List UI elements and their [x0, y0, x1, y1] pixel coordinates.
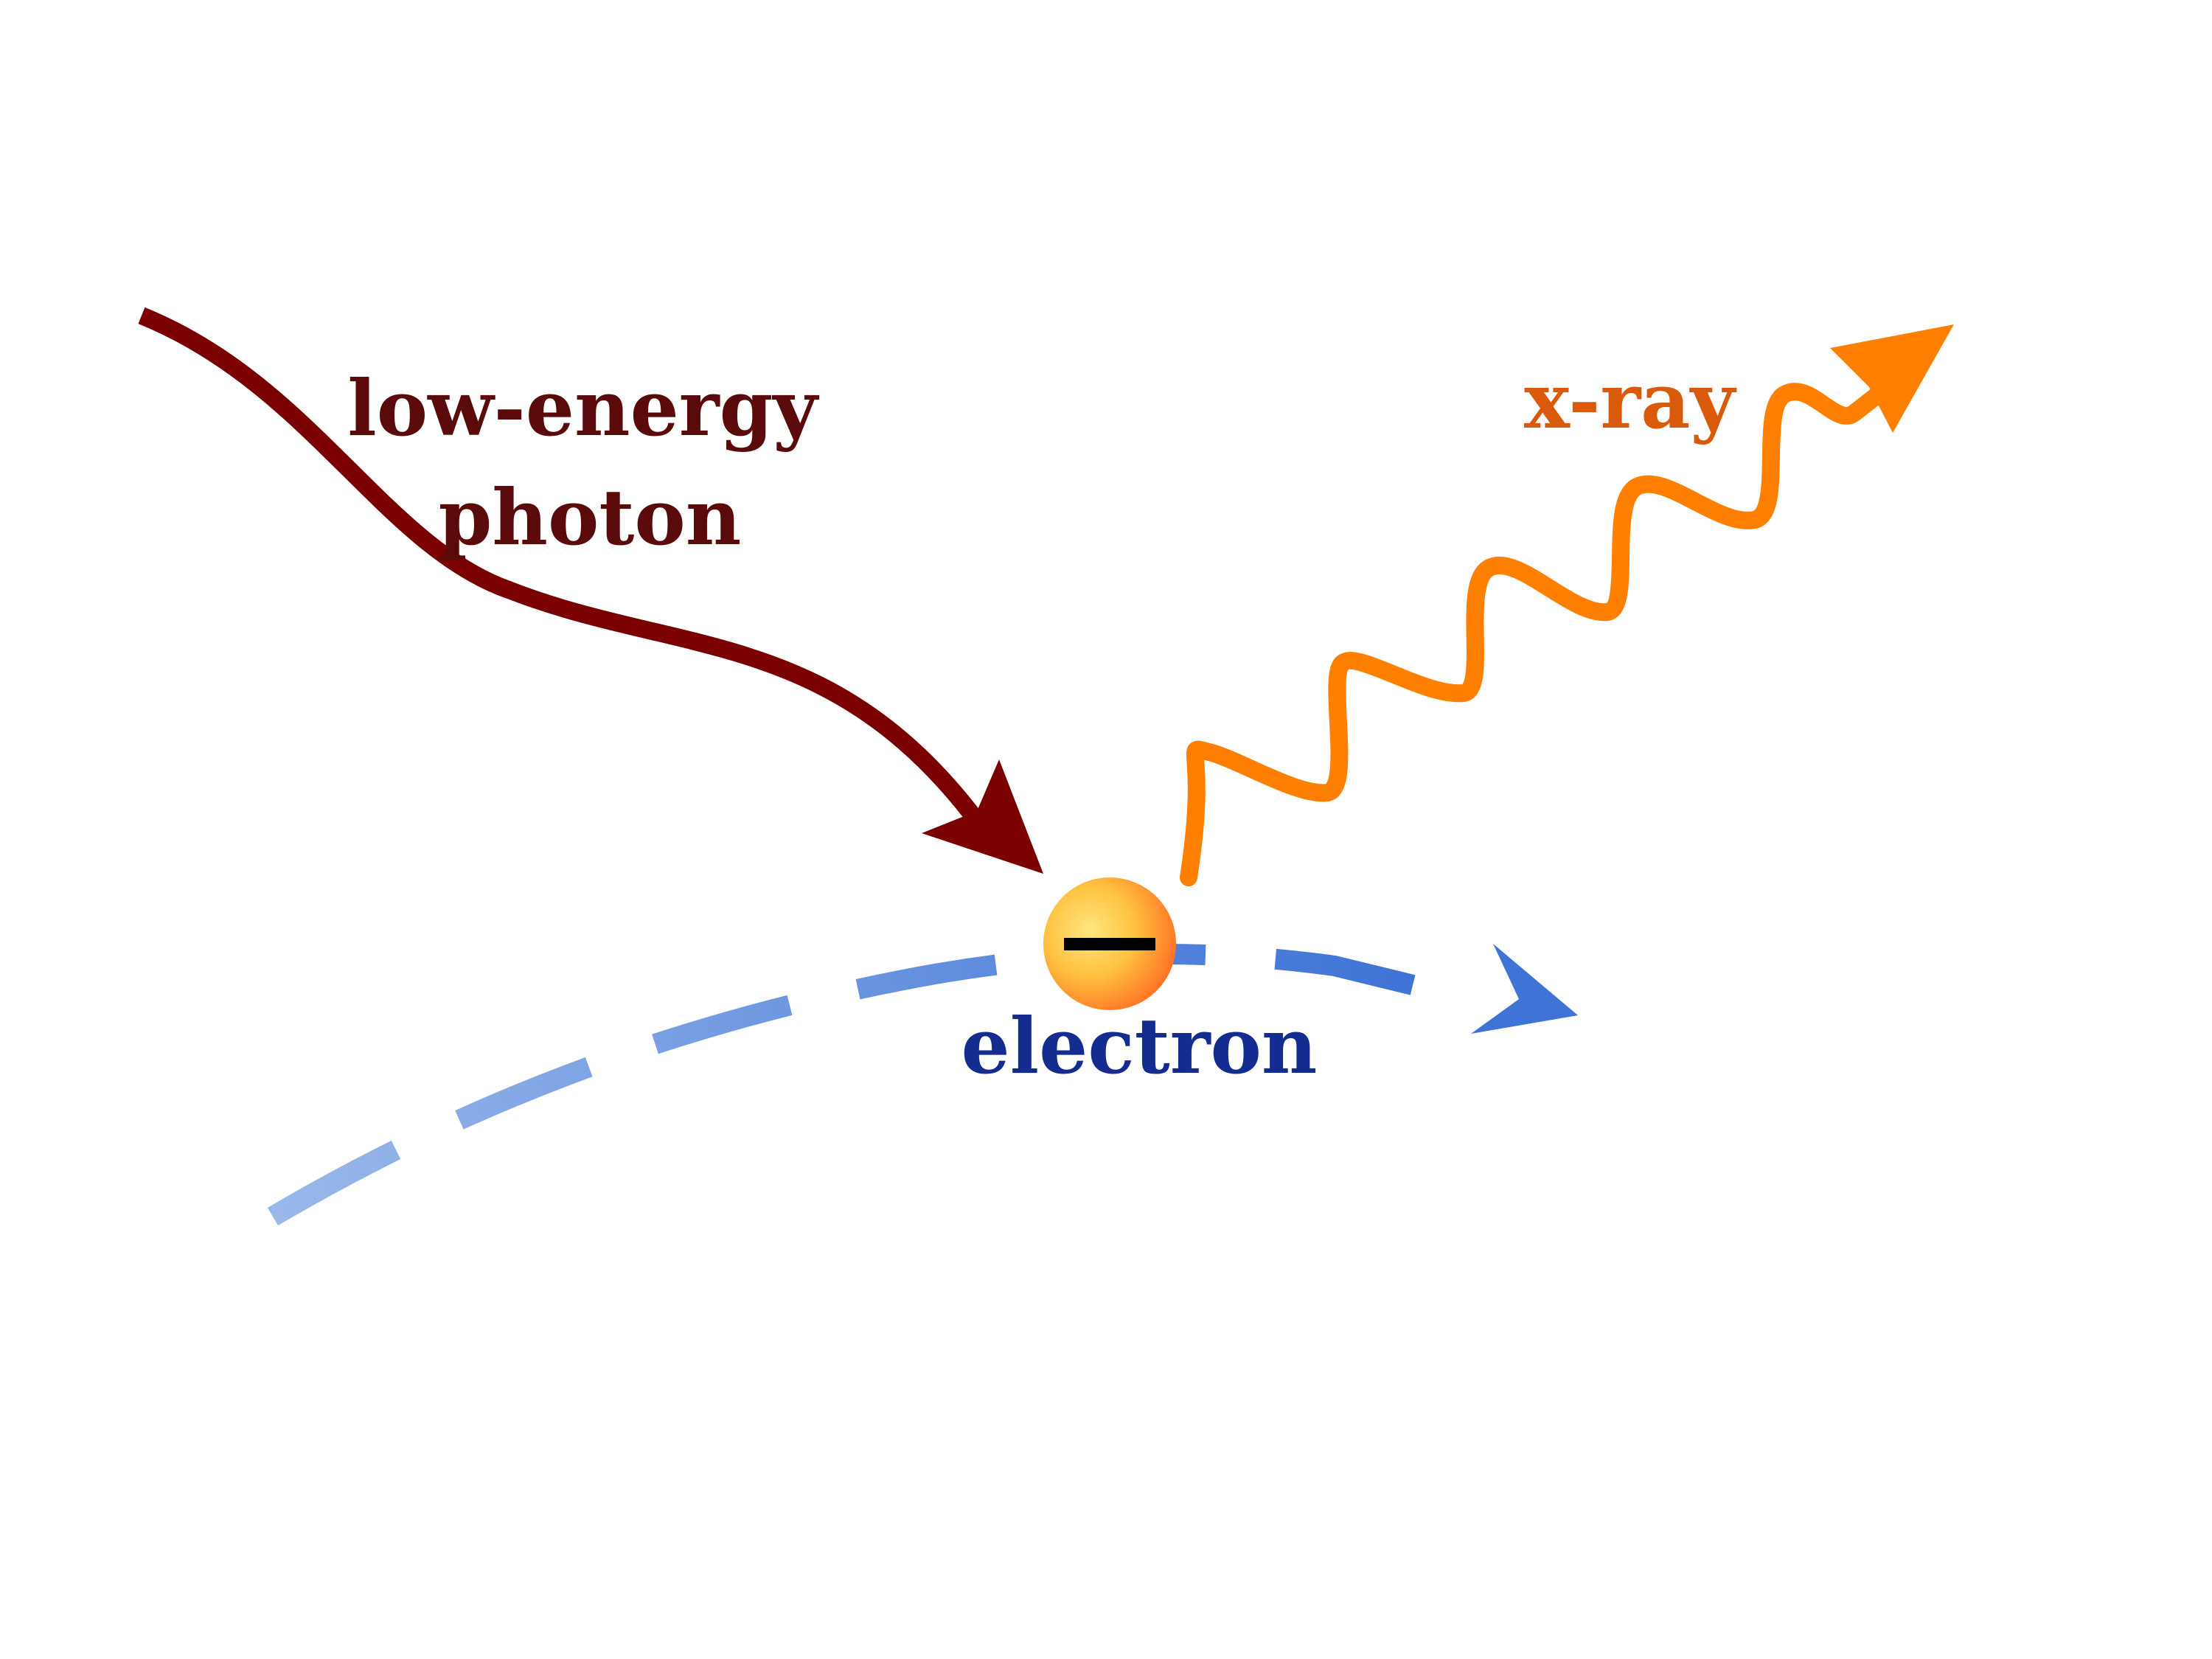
- electron-path-line: [267, 944, 1470, 1226]
- electron-path-arrowhead: [1471, 944, 1578, 1034]
- low-energy-photon-arrow: [138, 307, 1043, 874]
- x-ray-arrowhead: [1830, 324, 1954, 433]
- photon-label-line1: low-energy: [347, 363, 819, 453]
- photon-arrowhead: [922, 759, 1043, 874]
- minus-sign-icon: [1064, 938, 1155, 950]
- photon-path-line: [138, 307, 988, 832]
- x-ray-arrow: [1180, 324, 1954, 886]
- electron-particle: [1043, 877, 1176, 1010]
- photon-label-line2: photon: [439, 472, 742, 563]
- x-ray-wave: [1180, 378, 1896, 886]
- x-ray-label: x-ray: [1524, 355, 1737, 446]
- electron-label: electron: [961, 1001, 1318, 1091]
- electron-path: [267, 944, 1578, 1226]
